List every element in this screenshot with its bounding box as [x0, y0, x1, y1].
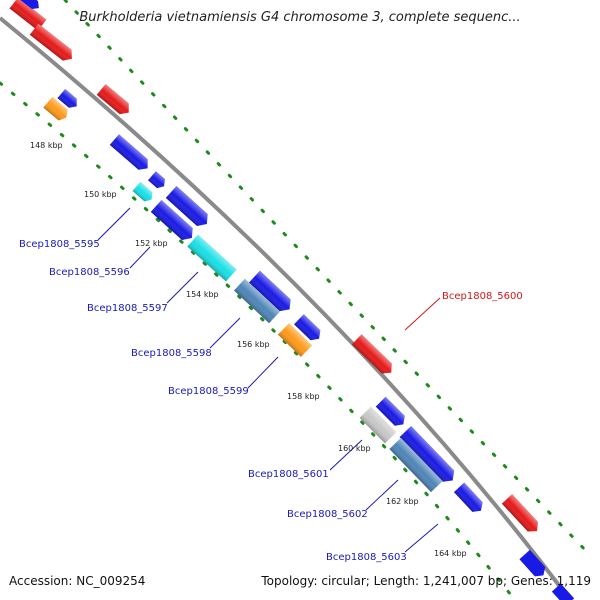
gene-feature[interactable] — [551, 583, 575, 600]
tick-label: 162 kbp — [386, 497, 419, 506]
leader-line — [247, 356, 279, 389]
gene-feature[interactable] — [453, 482, 486, 516]
gene-feature[interactable] — [501, 494, 542, 536]
leader-line — [365, 479, 399, 511]
tick-labels: 148 kbp 150 kbp 152 kbp 154 kbp 156 kbp … — [30, 141, 467, 558]
leader-line — [329, 439, 363, 471]
tick-label: 156 kbp — [237, 340, 270, 349]
gene-label-bcep1808-5599[interactable]: Bcep1808_5599 — [168, 386, 249, 397]
gene-feature[interactable] — [233, 278, 281, 324]
gene-feature[interactable] — [399, 425, 459, 486]
backbone-arc — [0, 16, 572, 600]
gene-feature[interactable] — [248, 270, 295, 315]
gene-label-bcep1808-5596[interactable]: Bcep1808_5596 — [49, 267, 130, 278]
gene-label-bcep1808-5595[interactable]: Bcep1808_5595 — [19, 239, 100, 250]
gene-feature[interactable] — [20, 0, 42, 12]
label-leaders — [97, 207, 441, 553]
gene-feature[interactable] — [9, 0, 47, 31]
tick-label: 164 kbp — [434, 549, 467, 558]
leader-line — [129, 246, 151, 269]
tick-label: 154 kbp — [186, 290, 219, 299]
gene-feature[interactable] — [519, 549, 548, 580]
gene-feature[interactable] — [294, 314, 324, 344]
leader-line — [166, 271, 199, 304]
gene-label-bcep1808-5603[interactable]: Bcep1808_5603 — [326, 552, 407, 563]
gene-feature[interactable] — [96, 84, 134, 118]
gene-feature[interactable] — [165, 185, 212, 230]
gene-feature[interactable] — [359, 406, 397, 444]
gene-label-bcep1808-5602[interactable]: Bcep1808_5602 — [287, 509, 368, 520]
tick-label: 150 kbp — [84, 190, 117, 199]
gene-feature[interactable] — [29, 23, 76, 65]
topology-summary: Topology: circular; Length: 1,241,007 bp… — [261, 574, 591, 588]
gene-labels: Bcep1808_5595 Bcep1808_5596 Bcep1808_559… — [19, 239, 523, 563]
tick-label: 158 kbp — [287, 392, 320, 401]
leader-line — [404, 297, 441, 331]
gene-feature[interactable] — [277, 323, 313, 357]
gene-feature[interactable] — [351, 334, 396, 377]
gene-label-bcep1808-5600[interactable]: Bcep1808_5600 — [442, 291, 523, 302]
tick-label: 152 kbp — [135, 239, 168, 248]
gene-label-bcep1808-5601[interactable]: Bcep1808_5601 — [248, 469, 329, 480]
leader-line — [97, 207, 131, 241]
gene-label-bcep1808-5598[interactable]: Bcep1808_5598 — [131, 348, 212, 359]
gene-label-bcep1808-5597[interactable]: Bcep1808_5597 — [87, 303, 168, 314]
gene-feature[interactable] — [375, 396, 409, 430]
gene-feature[interactable] — [132, 181, 156, 204]
gene-feature[interactable] — [389, 437, 443, 493]
map-title: Burkholderia vietnamiensis G4 chromosome… — [79, 10, 521, 25]
leader-line — [209, 317, 241, 349]
accession-text: Accession: NC_009254 — [9, 574, 146, 588]
gene-feature[interactable] — [43, 96, 70, 123]
gene-feature[interactable] — [148, 171, 168, 191]
tick-label: 148 kbp — [30, 141, 63, 150]
gene-feature[interactable] — [57, 88, 80, 111]
gene-feature[interactable] — [150, 199, 197, 244]
leader-line — [404, 523, 439, 553]
tick-label: 160 kbp — [338, 444, 371, 453]
gene-feature[interactable] — [109, 134, 152, 173]
gene-features — [9, 0, 575, 600]
gene-feature[interactable] — [187, 234, 237, 282]
